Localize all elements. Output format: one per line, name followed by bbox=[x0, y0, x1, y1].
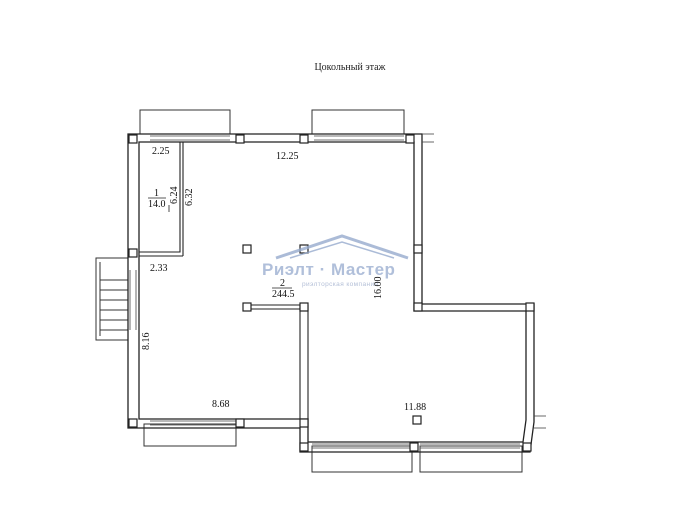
column bbox=[242, 302, 252, 312]
column bbox=[242, 244, 252, 254]
column bbox=[525, 302, 535, 312]
inner-wall bbox=[138, 141, 527, 443]
bottom-left-dimension: 8.68 bbox=[212, 399, 230, 410]
outer-wall bbox=[127, 133, 535, 453]
house-roof-icon bbox=[275, 234, 409, 260]
column bbox=[413, 302, 423, 312]
watermark-tagline: риэлторская компания bbox=[302, 281, 379, 288]
room1-width-label: 2.25 bbox=[152, 146, 170, 157]
column bbox=[299, 442, 309, 452]
column bbox=[405, 134, 415, 144]
column bbox=[522, 442, 532, 452]
left-wall-dimension: 8.16 bbox=[141, 332, 152, 351]
column bbox=[299, 418, 309, 428]
top-wall-dimension: 12.25 bbox=[276, 151, 299, 162]
column bbox=[413, 244, 423, 254]
column bbox=[412, 415, 422, 425]
room1-area-label: 14.0 bbox=[148, 199, 166, 210]
balcony-top-right bbox=[311, 109, 405, 135]
column bbox=[409, 442, 419, 452]
column bbox=[299, 134, 309, 144]
right-wall-dimension: 16.00 bbox=[373, 276, 384, 300]
balcony-top-left bbox=[139, 109, 231, 135]
room2-area-label: 244.5 bbox=[272, 289, 295, 300]
page-title: Цокольный этаж bbox=[314, 62, 386, 73]
column bbox=[128, 248, 138, 258]
room2-number-label: 2 bbox=[280, 278, 285, 289]
column bbox=[299, 302, 309, 312]
balcony-bottom-right-2 bbox=[419, 445, 523, 473]
room1-bottom-width-label: 2.33 bbox=[150, 263, 168, 274]
watermark-brand: Риэлт · Мастер bbox=[262, 260, 396, 279]
column bbox=[128, 418, 138, 428]
bottom-right-dimension: 11.88 bbox=[404, 402, 427, 413]
column bbox=[235, 418, 245, 428]
balcony-bottom-left bbox=[143, 423, 237, 447]
column bbox=[128, 134, 138, 144]
balcony-bottom-right-1 bbox=[311, 445, 413, 473]
room1-height-outer-label: 6.32 bbox=[184, 188, 195, 207]
column bbox=[235, 134, 245, 144]
room1-height-inner-label: 6.24 bbox=[169, 186, 180, 205]
room1-number-label: 1 bbox=[154, 188, 159, 199]
room1-partition bbox=[139, 142, 181, 253]
stair-left bbox=[95, 257, 128, 341]
